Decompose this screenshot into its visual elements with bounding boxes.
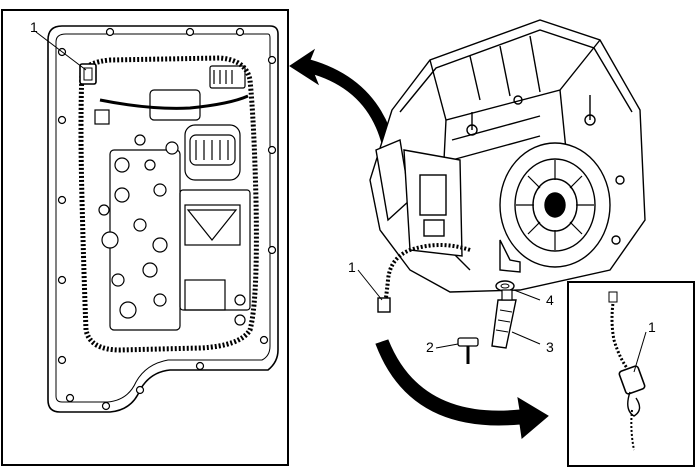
arrow-to-left-inset [289,48,397,153]
bolt-part-2 [457,337,479,364]
right-inset-connector [618,365,646,395]
wiring-harness [78,55,259,353]
left-inset-valve-body: 1 [1,9,289,466]
transmission-assembly [369,19,646,293]
sensor-part-3 [491,289,517,349]
pan-bolt-holes [57,27,277,411]
main-harness-connector [377,297,391,313]
main-callouts: 1 2 3 4 [348,259,554,355]
valve-bores [98,134,246,326]
seal-part-4 [495,280,515,292]
main-callout-2: 2 [426,339,434,355]
main-callout-3: 3 [546,339,554,355]
right-inset-connector-detail: 1 [567,281,695,467]
main-callout-1: 1 [348,259,356,275]
left-callout-leader [35,31,87,71]
arrow-to-right-inset [375,339,549,439]
main-wiring-harness [377,243,471,313]
valve-body-cover [403,149,463,257]
pan-inner-edge [55,33,271,403]
main-callout-4: 4 [546,292,554,308]
left-inset-callout-1: 1 [30,19,38,35]
right-inset-callout-1: 1 [648,319,656,335]
